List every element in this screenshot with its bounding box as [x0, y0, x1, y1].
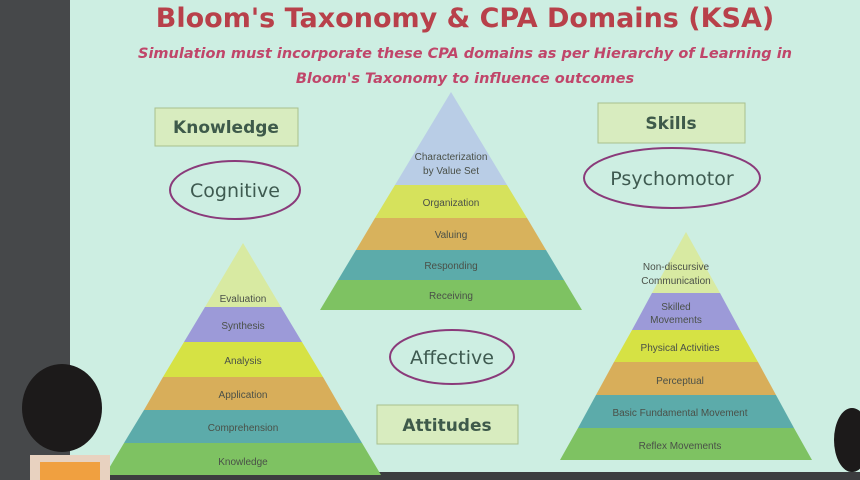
band-label: Comprehension	[208, 423, 279, 434]
svg-text:Knowledge: Knowledge	[173, 118, 279, 138]
band-label: Basic Fundamental Movement	[612, 408, 747, 419]
band-label: Physical Activities	[641, 343, 720, 354]
band-label: Valuing	[435, 230, 468, 241]
psychomotor-pyramid: Non-discursive Communication Skilled Mov…	[560, 232, 812, 460]
band-label: Organization	[423, 198, 480, 209]
band-label: Receiving	[429, 291, 473, 302]
attitudes-box: Attitudes	[376, 404, 519, 445]
band-label: Characterization	[415, 152, 488, 163]
skills-box: Skills	[597, 102, 746, 144]
slide-title: Bloom's Taxonomy & CPA Domains (KSA)	[156, 3, 774, 34]
band-label: Reflex Movements	[639, 441, 722, 452]
svg-text:Attitudes: Attitudes	[402, 416, 491, 436]
band-label: Movements	[650, 315, 702, 326]
band-label: Synthesis	[221, 321, 264, 332]
affective-pyramid: Characterization by Value Set Organizati…	[320, 92, 582, 310]
slide-subtitle-1: Simulation must incorporate these CPA do…	[138, 46, 792, 62]
band-label: Analysis	[224, 356, 261, 367]
svg-text:Psychomotor: Psychomotor	[610, 168, 734, 190]
affective-ellipse: Affective	[389, 329, 515, 385]
slide-subtitle-2: Bloom's Taxonomy to influence outcomes	[296, 71, 635, 87]
band-label: Non-discursive	[643, 262, 710, 273]
psychomotor-ellipse: Psychomotor	[583, 147, 761, 209]
cognitive-ellipse: Cognitive	[169, 160, 301, 220]
band-label: Evaluation	[220, 294, 267, 305]
audience-person-right	[834, 408, 860, 472]
band-label: Application	[219, 390, 268, 401]
svg-text:Affective: Affective	[410, 347, 494, 369]
band-label: Responding	[424, 261, 477, 272]
band-label: Communication	[641, 276, 710, 287]
knowledge-box: Knowledge	[154, 107, 299, 147]
band-label: Perceptual	[656, 376, 704, 387]
cognitive-pyramid: Evaluation Synthesis Analysis Applicatio…	[105, 243, 381, 475]
band-label: by Value Set	[423, 166, 479, 177]
band-label: Knowledge	[218, 457, 268, 468]
svg-text:Cognitive: Cognitive	[190, 180, 280, 202]
audience-person-left	[22, 364, 110, 480]
band-label: Skilled	[661, 302, 690, 313]
svg-text:Skills: Skills	[645, 114, 696, 134]
